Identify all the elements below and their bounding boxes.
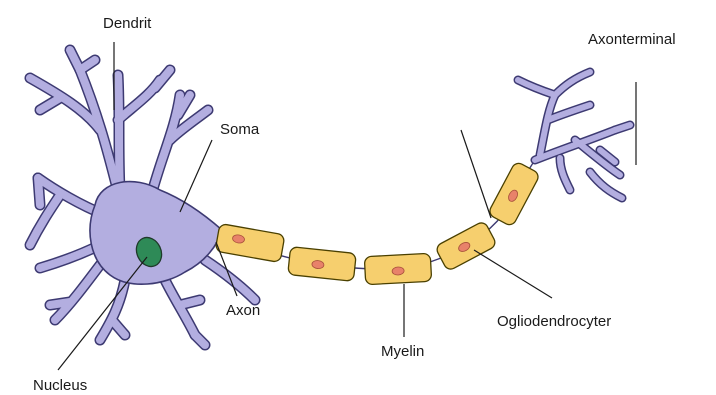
leader-oligodendrocyte xyxy=(474,250,552,298)
branch-fill xyxy=(118,75,120,190)
branch-fill xyxy=(555,72,590,95)
leader-soma xyxy=(180,140,212,212)
myelin-sheath xyxy=(215,161,540,285)
branch-fill xyxy=(150,95,180,200)
branch-fill xyxy=(560,158,570,190)
branch-fill xyxy=(40,98,60,110)
branch-fill xyxy=(55,265,100,320)
label-nucleus: Nucleus xyxy=(33,377,87,394)
branch-fill xyxy=(80,60,95,70)
myelin-segment xyxy=(288,247,357,282)
branch-fill xyxy=(180,300,200,305)
label-axon-terminal: Axonterminal xyxy=(588,31,676,48)
branch-fill xyxy=(38,178,40,205)
myelin-segment xyxy=(488,161,541,227)
label-dendrit: Dendrit xyxy=(103,15,152,32)
leader-nucleus xyxy=(58,257,147,370)
branch-fill xyxy=(112,320,125,335)
soma-body xyxy=(90,182,222,285)
branch-fill xyxy=(50,302,70,305)
myelin-segment xyxy=(435,220,498,271)
label-oligodendrocyte: Ogliodendrocyter xyxy=(497,313,611,330)
label-myelin: Myelin xyxy=(381,343,424,360)
branch-fill xyxy=(40,245,100,268)
leader-axon-terminal-node xyxy=(461,130,491,218)
myelin-segment xyxy=(215,223,285,262)
branch-fill xyxy=(205,260,255,300)
myelin-segment xyxy=(364,253,431,284)
label-axon: Axon xyxy=(226,302,260,319)
label-soma: Soma xyxy=(220,121,260,138)
